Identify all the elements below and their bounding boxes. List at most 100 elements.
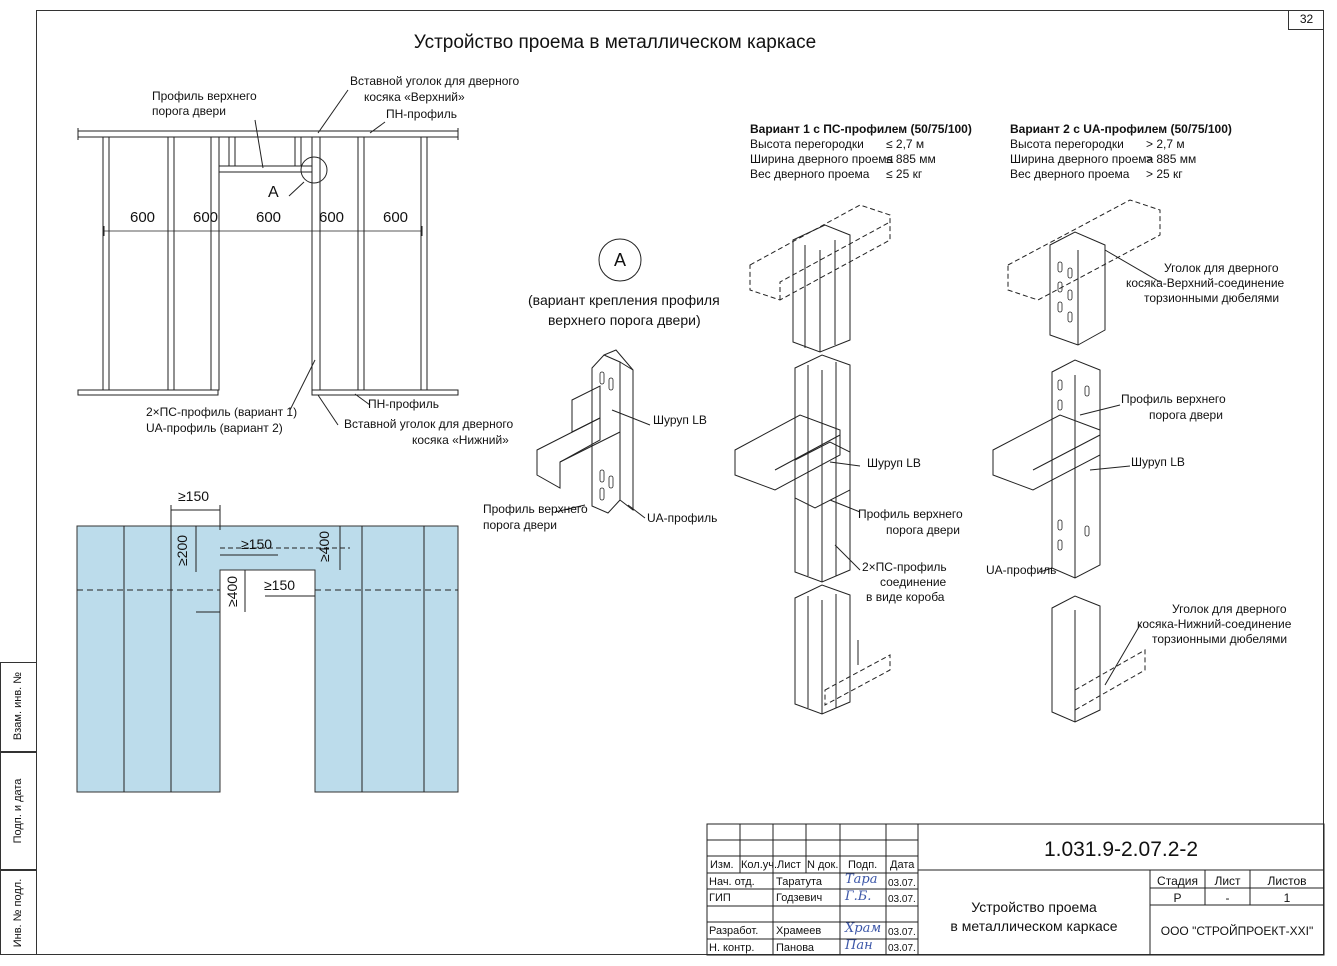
detail-a-ua-profile: UA-профиль xyxy=(647,511,718,525)
variant1-box-profile-2: соединение xyxy=(880,575,947,589)
role-3: Разработ. xyxy=(709,925,759,937)
date-1: 03.07. xyxy=(888,878,916,889)
role-2: ГИП xyxy=(709,892,731,904)
side-cell-inv xyxy=(0,870,36,955)
variant2-row1-label: Высота перегородки xyxy=(1010,137,1124,151)
dim-left-vertical: ≥200 xyxy=(174,534,190,566)
label-top-threshold-1: Профиль верхнего xyxy=(152,89,257,103)
dim-right-vertical: ≥400 xyxy=(316,530,332,562)
name-4: Панова xyxy=(776,942,815,954)
signature-1: Тара xyxy=(845,872,878,887)
detail-callout-a: А xyxy=(268,184,279,201)
label-insert-corner-bottom-2: косяка «Нижний» xyxy=(412,433,509,447)
label-insert-corner-top-1: Вставной уголок для дверного xyxy=(350,74,520,88)
date-3: 03.07. xyxy=(888,927,916,938)
board-layout xyxy=(76,505,459,793)
spacing-2: 600 xyxy=(193,209,219,226)
variant2-row3-value: > 25 кг xyxy=(1146,167,1183,181)
stage-header: Стадия xyxy=(1157,874,1198,888)
date-4: 03.07. xyxy=(888,943,916,954)
variant1-row1-value: ≤ 2,7 м xyxy=(886,137,925,151)
detail-a-screw: Шуруп LB xyxy=(653,413,707,427)
variant2-screw: Шуруп LB xyxy=(1131,455,1185,469)
detail-a-top-profile-1: Профиль верхнего xyxy=(483,502,588,516)
stage-value: Р xyxy=(1173,891,1182,905)
name-1: Таратута xyxy=(776,876,823,888)
sheet-header: Лист xyxy=(1214,874,1241,888)
signature-2: Г.Б. xyxy=(845,889,872,904)
variant1-row2-label: Ширина дверного проема xyxy=(750,152,894,166)
label-pn-profile-top: ПН-профиль xyxy=(386,107,457,121)
label-ps-profile-2: UA-профиль (вариант 2) xyxy=(146,421,283,435)
variant2-row2-value: > 885 мм xyxy=(1146,152,1197,166)
dim-middle-horizontal: ≥150 xyxy=(241,536,273,552)
variant1-row3-value: ≤ 25 кг xyxy=(886,167,923,181)
dim-left-vertical-2: ≥400 xyxy=(224,575,240,607)
variant2-corner-bottom-3: торзионными дюбелями xyxy=(1152,632,1288,646)
side-cell-podp xyxy=(0,752,36,870)
detail-a-top-profile-2: порога двери xyxy=(483,518,557,532)
label-insert-corner-bottom-1: Вставной уголок для дверного xyxy=(344,417,514,431)
label-ps-profile-1: 2×ПС-профиль (вариант 1) xyxy=(146,405,298,419)
variant2-corner-top-3: торзионными дюбелями xyxy=(1144,291,1280,305)
variant1-top-profile-1: Профиль верхнего xyxy=(858,507,963,521)
sheets-header: Листов xyxy=(1267,874,1307,888)
detail-a-caption-2: верхнего порога двери) xyxy=(548,312,701,328)
side-cell-vzam xyxy=(0,662,36,752)
label-insert-corner-top-2: косяка «Верхний» xyxy=(364,90,465,104)
variant1-box-profile-1: 2×ПС-профиль xyxy=(862,560,947,574)
variant2-corner-top-1: Уголок для дверного xyxy=(1164,261,1279,275)
sheet-title-1: Устройство проема xyxy=(971,899,1097,915)
variant2-ua-profile: UA-профиль xyxy=(986,563,1057,577)
hdr-izm: Изм. xyxy=(710,859,734,871)
hdr-list: Лист xyxy=(777,859,801,871)
variant1-heading: Вариант 1 с ПС-профилем (50/75/100) xyxy=(750,122,972,136)
name-2: Годзевич xyxy=(776,892,823,904)
title-block-grid xyxy=(706,823,1325,956)
hdr-podp: Подп. xyxy=(848,859,878,871)
variant1-graphics xyxy=(734,204,891,715)
role-4: Н. контр. xyxy=(709,942,755,954)
variant1-row3-label: Вес дверного проема xyxy=(750,167,870,181)
spacing-3: 600 xyxy=(256,209,282,226)
signature-4: Пан xyxy=(845,938,873,953)
variant1-row1-label: Высота перегородки xyxy=(750,137,864,151)
frame-elevation xyxy=(77,89,459,426)
role-1: Нач. отд. xyxy=(709,876,755,888)
variant1-top-profile-2: порога двери xyxy=(886,523,960,537)
sheets-value: 1 xyxy=(1283,891,1291,905)
hdr-kolvo: Кол.уч. xyxy=(741,859,778,871)
sheet-title-2: в металлическом каркасе xyxy=(950,918,1118,934)
hdr-data: Дата xyxy=(890,859,915,871)
variant2-corner-bottom-1: Уголок для дверного xyxy=(1172,602,1287,616)
variant2-top-profile-2: порога двери xyxy=(1149,408,1223,422)
sheet-value: - xyxy=(1225,891,1230,905)
variant2-heading: Вариант 2 с UA-профилем (50/75/100) xyxy=(1010,122,1232,136)
label-pn-profile-bottom: ПН-профиль xyxy=(368,397,439,411)
date-2: 03.07. xyxy=(888,894,916,905)
page-number: 32 xyxy=(1288,10,1324,30)
name-3: Храмеев xyxy=(776,925,822,937)
variant1-box-profile-3: в виде короба xyxy=(866,590,945,604)
detail-a-caption-1: (вариант крепления профиля xyxy=(528,292,720,308)
variant2-graphics xyxy=(992,199,1161,723)
company-name: ООО "СТРОЙПРОЕКТ-XXI" xyxy=(1160,924,1314,938)
dim-top-offset: ≥150 xyxy=(178,488,210,504)
sheet-frame xyxy=(36,10,1324,955)
variant2-corner-bottom-2: косяка-Нижний-соединение xyxy=(1137,617,1292,631)
variant1-screw: Шуруп LB xyxy=(867,456,921,470)
detail-a-graphics xyxy=(536,238,651,519)
doc-code: 1.031.9-2.07.2-2 xyxy=(1043,838,1199,861)
variant2-row1-value: > 2,7 м xyxy=(1146,137,1185,151)
spacing-5: 600 xyxy=(383,209,409,226)
variant2-corner-top-2: косяка-Верхний-соединение xyxy=(1126,276,1285,290)
hdr-ndok: N док. xyxy=(807,859,839,871)
variant2-row3-label: Вес дверного проема xyxy=(1010,167,1130,181)
variant1-row2-value: ≤ 885 мм xyxy=(886,152,936,166)
detail-a-circle-label: А xyxy=(613,250,626,270)
spacing-1: 600 xyxy=(130,209,156,226)
variant2-top-profile-1: Профиль верхнего xyxy=(1121,392,1226,406)
dim-bottom-horizontal: ≥150 xyxy=(264,577,296,593)
signature-3: Храм xyxy=(845,921,882,936)
